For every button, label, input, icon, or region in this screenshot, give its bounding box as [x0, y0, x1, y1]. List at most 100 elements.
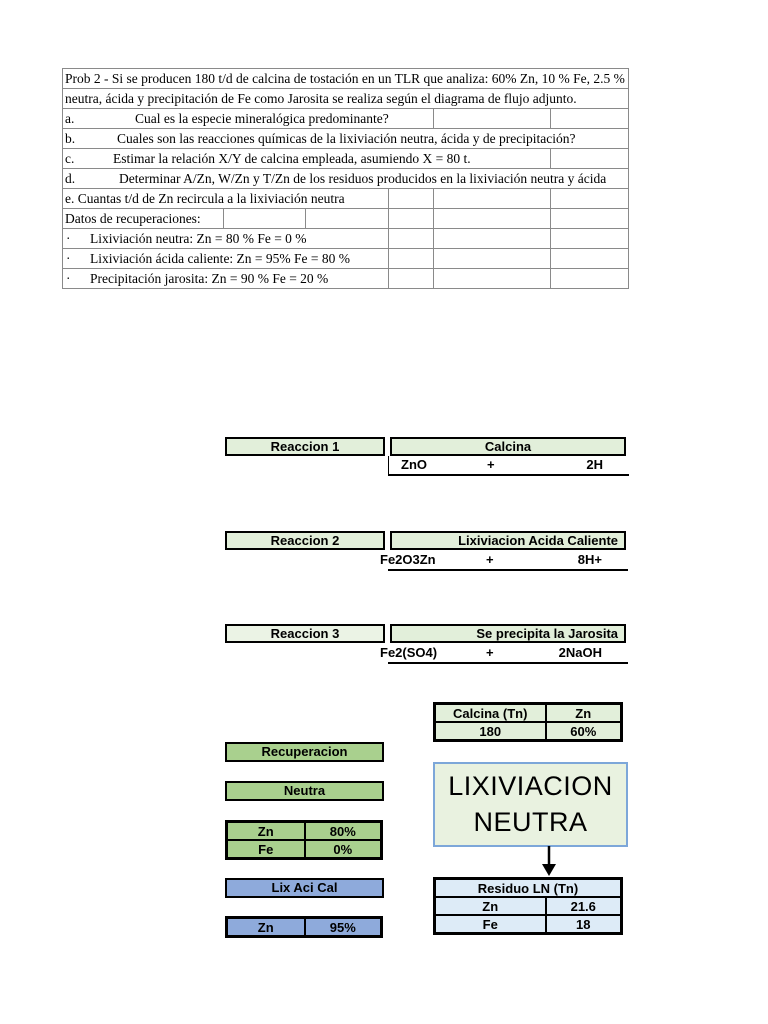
table-row: · Lixiviación neutra: Zn = 80 % Fe = 0 % [62, 228, 630, 249]
table-row: c. Estimar la relación X/Y de calcina emp… [62, 148, 630, 169]
recovery-bullet-3: · Precipitación jarosita: Zn = 90 % Fe = … [62, 268, 389, 289]
problem-line-2: neutra, ácida y precipitación de Fe como… [61, 88, 630, 109]
calcina-table: Calcina (Tn) Zn 180 60% [433, 702, 623, 742]
reaction-3-term-2: 2NaOH [558, 645, 602, 660]
lixiviacion-neutra-line1: LIXIVIACION [448, 771, 613, 802]
reaction-1-term-1: ZnO [401, 457, 427, 472]
empty-cell [549, 208, 630, 229]
lix-aci-cal-header: Lix Aci Cal [225, 878, 384, 898]
reaction-1-equation: ZnO + 2H [388, 456, 629, 476]
empty-cell [388, 248, 434, 269]
zn-header: Zn [544, 702, 623, 723]
empty-cell [388, 188, 434, 209]
reaction-3-label: Reaccion 3 [225, 624, 385, 643]
table-row: · Lixiviación ácida caliente: Zn = 95% Fe… [62, 248, 630, 269]
bullet-icon: · [66, 230, 71, 246]
table-row: neutra, ácida y precipitación de Fe como… [61, 88, 630, 109]
empty-cell [549, 228, 630, 249]
empty-cell [433, 268, 551, 289]
table-row: d.Determinar A/Zn, W/Zn y T/Zn de los re… [61, 168, 630, 189]
datos-label: Datos de recuperaciones: [62, 208, 224, 229]
table-row: Prob 2 - Si se producen 180 t/d de calci… [61, 68, 630, 89]
empty-cell [223, 208, 306, 229]
bullet-icon: · [66, 250, 71, 266]
empty-cell [549, 248, 630, 269]
element-label: Fe [225, 839, 306, 860]
question-a-label: a. [65, 110, 75, 126]
down-arrow-icon [542, 846, 556, 876]
question-d-text: Determinar A/Zn, W/Zn y T/Zn de los resi… [119, 170, 607, 186]
question-b-label: b. [65, 130, 76, 146]
table-row: 180 60% [433, 721, 623, 742]
question-b: b. Cuales son las reacciones químicas de … [61, 128, 630, 149]
table-row: b. Cuales son las reacciones químicas de … [61, 128, 630, 149]
element-label: Zn [433, 896, 547, 916]
table-row: Residuo LN (Tn) [433, 877, 623, 898]
residuo-ln-header: Residuo LN (Tn) [433, 877, 623, 898]
empty-cell [388, 228, 434, 249]
recovery-bullet-1: · Lixiviación neutra: Zn = 80 % Fe = 0 % [62, 228, 389, 249]
question-a-text: Cual es la especie mineralógica predomin… [135, 110, 389, 126]
reaction-1-title: Calcina [390, 437, 626, 456]
recovery-value: 80% [303, 820, 383, 841]
neutra-recovery-table: Zn 80% Fe 0% [225, 820, 383, 860]
reaction-3-title: Se precipita la Jarosita [390, 624, 626, 643]
table-row: Zn 21.6 [433, 896, 623, 916]
question-b-text: Cuales son las reacciones químicas de la… [117, 130, 576, 146]
table-row: Fe 0% [225, 839, 383, 860]
empty-cell [433, 208, 551, 229]
recovery-bullet-3-text: Precipitación jarosita: Zn = 90 % Fe = 2… [90, 270, 329, 286]
plus-sign: + [487, 457, 495, 472]
empty-cell [388, 208, 434, 229]
question-c-text: Estimar la relación X/Y de calcina emple… [113, 150, 471, 166]
question-c: c. Estimar la relación X/Y de calcina emp… [62, 148, 551, 169]
residuo-ln-table: Residuo LN (Tn) Zn 21.6 Fe 18 [433, 877, 623, 935]
reaction-3-equation: Fe2(SO4) + 2NaOH [380, 644, 628, 664]
zn-grade: 60% [544, 721, 623, 742]
recovery-value: 0% [303, 839, 383, 860]
calcina-header: Calcina (Tn) [433, 702, 547, 723]
table-row: Fe 18 [433, 914, 623, 935]
empty-cell [549, 148, 630, 169]
recovery-value: 95% [303, 916, 383, 938]
table-row: Zn 80% [225, 820, 383, 841]
table-row: e. Cuantas t/d de Zn recircula a la lixi… [62, 188, 630, 209]
table-row: Zn 95% [225, 916, 383, 938]
empty-cell [549, 188, 630, 209]
plus-sign: + [486, 552, 494, 567]
element-label: Fe [433, 914, 547, 935]
empty-cell [433, 248, 551, 269]
reaction-2-title: Lixiviacion Acida Caliente [390, 531, 626, 550]
plus-sign: + [486, 645, 494, 660]
reaction-2-term-1: Fe2O3Zn [380, 552, 436, 567]
empty-cell [305, 208, 389, 229]
neutra-header: Neutra [225, 781, 384, 801]
reaction-1-term-2: 2H [586, 457, 603, 472]
question-c-label: c. [65, 150, 75, 166]
table-row: · Precipitación jarosita: Zn = 90 % Fe = … [62, 268, 630, 289]
empty-cell [433, 108, 551, 129]
reaction-1-label: Reaccion 1 [225, 437, 385, 456]
recovery-bullet-1-text: Lixiviación neutra: Zn = 80 % Fe = 0 % [90, 230, 307, 246]
acida-recovery-table: Zn 95% [225, 916, 383, 938]
recovery-bullet-2: · Lixiviación ácida caliente: Zn = 95% Fe… [62, 248, 389, 269]
reaction-2-equation: Fe2O3Zn + 8H+ [380, 551, 628, 571]
element-label: Zn [225, 820, 306, 841]
question-d: d.Determinar A/Zn, W/Zn y T/Zn de los re… [61, 168, 630, 189]
empty-cell [549, 268, 630, 289]
reaction-3-term-1: Fe2(SO4) [380, 645, 438, 660]
problem-line-1: Prob 2 - Si se producen 180 t/d de calci… [61, 68, 630, 89]
residuo-value: 21.6 [544, 896, 623, 916]
empty-cell [433, 188, 551, 209]
table-row: a. Cual es la especie mineralógica predom… [62, 108, 630, 129]
residuo-value: 18 [544, 914, 623, 935]
recovery-bullet-2-text: Lixiviación ácida caliente: Zn = 95% Fe … [90, 250, 351, 266]
question-e: e. Cuantas t/d de Zn recircula a la lixi… [62, 188, 389, 209]
empty-cell [549, 108, 630, 129]
bullet-icon: · [66, 270, 71, 286]
empty-cell [388, 268, 434, 289]
reaction-2-term-2: 8H+ [577, 552, 602, 567]
element-label: Zn [225, 916, 306, 938]
lixiviacion-neutra-line2: NEUTRA [473, 806, 588, 837]
